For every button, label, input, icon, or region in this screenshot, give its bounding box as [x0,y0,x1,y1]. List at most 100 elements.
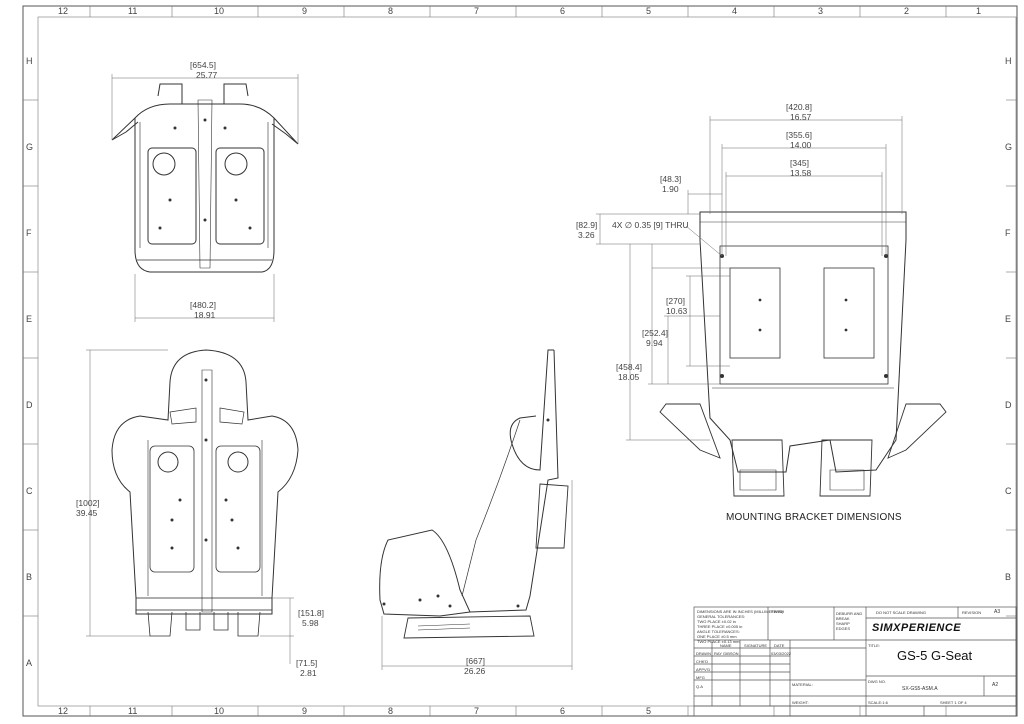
zone-row-d-right: D [1005,400,1012,410]
tb-drawn-date: 03/03/2022 [771,651,792,656]
zone-row-f: F [26,228,32,238]
top-width-mm: [654.5] [190,60,217,70]
bracket-top-in: 3.26 [578,230,595,240]
side-length-in: 26.26 [464,666,486,676]
bracket-w2-mm: [355.6] [786,130,813,140]
zone-row-a: A [26,658,33,668]
tb-revision-label: REVISION [962,610,982,615]
tb-col-date: DATE [774,643,785,648]
tb-do-not-scale: DO NOT SCALE DRAWING [876,610,927,615]
tb-note-5: ANGLE TOLERANCES: [697,629,740,634]
bracket-view-title: MOUNTING BRACKET DIMENSIONS [726,512,902,523]
tb-deburr: DEBURR AND BREAK SHARP EDGES [836,611,863,631]
side-view [379,349,573,670]
tb-drawn: DRAWN [696,651,711,656]
tb-sheet: SHEET 1 OF 4 [940,700,967,705]
bracket-w1-mm: [420.8] [786,102,813,112]
bracket-h3-in: 18.05 [618,372,640,382]
zone-row-c-right: C [1005,486,1012,496]
zone-row-b: B [26,572,33,582]
bracket-hole-note: 4X ∅ 0.35 [9] THRU [612,220,689,230]
front-view [86,349,299,664]
zone-col-7-bottom: 7 [474,706,480,716]
tb-note-2: GENERAL TOLERANCES: [697,614,746,619]
tb-note-3: TWO PLACE ±0.02 in [697,619,736,624]
zone-col-12-bottom: 12 [58,706,69,716]
tb-dwg-label: DWG NO. [868,679,886,684]
zone-col-5: 5 [646,6,652,16]
tb-col-name: NAME [720,643,732,648]
zone-col-2: 2 [904,6,910,16]
zone-col-10-bottom: 10 [214,706,225,716]
front-height-mm: [1002] [76,498,100,508]
tb-revision: A3 [994,609,1001,615]
front-foot-in: 2.81 [300,668,317,678]
side-length-mm: [667] [466,656,485,666]
tb-chkd: CHK'D [696,659,709,664]
zone-row-e: E [26,314,33,324]
bracket-view [596,116,947,497]
bracket-w2-in: 14.00 [790,140,812,150]
bracket-w1-in: 16.57 [790,112,812,122]
tb-scale: SCALE:1:6 [868,700,888,705]
tb-note-4: THREE PLACE ±0.005 in [697,624,743,629]
bracket-off-in: 1.90 [662,184,679,194]
tb-finish: FINISH [771,609,785,614]
company-logo: SIMXPERIENCE [872,622,962,634]
zone-col-9: 9 [302,6,308,16]
top-base-mm: [480.2] [190,300,217,310]
bracket-h2-mm: [252.4] [642,328,669,338]
front-base-in: 5.98 [302,618,319,628]
zone-row-d: D [26,400,33,410]
zone-col-7: 7 [474,6,480,16]
front-height-in: 39.45 [76,508,98,518]
tb-size: A2 [992,682,999,688]
zone-col-12: 12 [58,6,69,16]
bracket-h1-in: 10.63 [666,306,688,316]
tb-material: MATERIAL: [792,682,813,687]
bracket-h3-mm: [458.4] [616,362,643,372]
front-base-mm: [151.8] [298,608,325,618]
tb-notes: DIMENSIONS ARE IN INCHES (MILLIMETERS) G… [697,609,783,644]
bracket-top-mm: [82.9] [576,220,598,230]
front-foot-mm: [71.5] [296,658,318,668]
bracket-w3-mm: [345] [790,158,809,168]
top-view [111,74,299,322]
bracket-w3-in: 13.58 [790,168,812,178]
drawing-title: GS-5 G-Seat [897,648,973,663]
top-base-in: 18.91 [194,310,216,320]
tb-qa: Q.A [696,684,703,689]
zone-row-h-right: H [1005,56,1012,66]
tb-dwg-number: SX-GS5-ASM.A [902,686,938,692]
zone-col-5-bottom: 5 [646,706,652,716]
zone-row-b-right: B [1005,572,1012,582]
title-block-frame [693,606,1017,717]
zone-row-e-right: E [1005,314,1012,324]
tb-col-signature: SIGNATURE [744,643,768,648]
zone-col-11-bottom: 11 [128,706,138,716]
zone-col-8-bottom: 8 [388,706,394,716]
bracket-h2-in: 9.94 [646,338,663,348]
zone-col-10: 10 [214,6,225,16]
zone-col-9-bottom: 9 [302,706,308,716]
top-width-in: 25.77 [196,70,218,80]
zone-col-3: 3 [818,6,824,16]
zone-col-11: 11 [128,6,138,16]
tb-mfg: MFG [696,675,705,680]
tb-drawn-by: RAY GIBSON [714,651,739,656]
tb-title-label: TITLE: [868,643,881,648]
zone-col-1: 1 [976,6,982,16]
zone-col-6: 6 [560,6,566,16]
tb-note-7: TWO PLACE ±0.13 mm [697,639,740,644]
zone-col-6-bottom: 6 [560,706,566,716]
zone-col-8: 8 [388,6,394,16]
tb-note-6: ONE PLACE ±0.5 mm [697,634,737,639]
zone-row-g: G [26,142,34,152]
zone-row-c: C [26,486,33,496]
zone-row-f-right: F [1005,228,1011,238]
zone-row-h: H [26,56,33,66]
bracket-off-mm: [48.3] [660,174,682,184]
zone-col-4: 4 [732,6,738,16]
tb-note-1: DIMENSIONS ARE IN INCHES (MILLIMETERS) [697,609,784,614]
